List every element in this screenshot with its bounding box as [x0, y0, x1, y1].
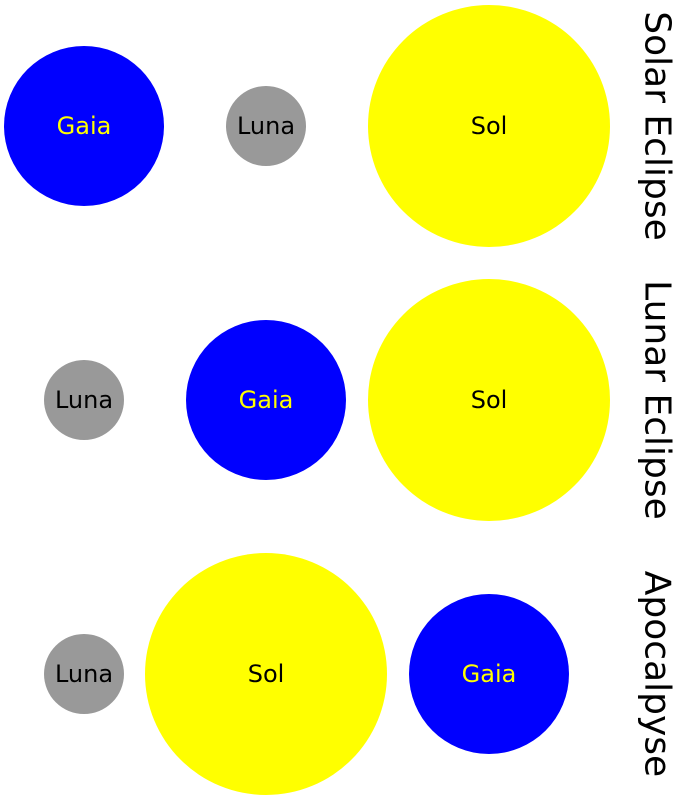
- gaia-label: Gaia: [57, 112, 112, 140]
- sol-circle: [145, 553, 387, 795]
- gaia-circle: [409, 594, 569, 754]
- row-lunar-eclipse: Luna Gaia Sol Lunar Eclipse: [44, 279, 678, 521]
- sol-label: Sol: [471, 386, 508, 414]
- row-title: Lunar Eclipse: [637, 280, 678, 520]
- gaia-circle: [186, 320, 346, 480]
- row-solar-eclipse: Gaia Luna Sol Solar Eclipse: [4, 5, 678, 247]
- luna-label: Luna: [237, 112, 295, 140]
- sol-label: Sol: [471, 112, 508, 140]
- luna-label: Luna: [55, 660, 113, 688]
- luna-circle: [226, 86, 306, 166]
- sol-label: Sol: [248, 660, 285, 688]
- luna-label: Luna: [55, 386, 113, 414]
- row-title: Apocalpyse: [637, 571, 678, 777]
- sol-circle: [368, 279, 610, 521]
- gaia-label: Gaia: [239, 386, 294, 414]
- row-apocalypse: Luna Sol Gaia Apocalpyse: [44, 553, 678, 795]
- luna-circle: [44, 360, 124, 440]
- gaia-label: Gaia: [462, 660, 517, 688]
- luna-circle: [44, 634, 124, 714]
- row-title: Solar Eclipse: [637, 11, 678, 240]
- gaia-circle: [4, 46, 164, 206]
- sol-circle: [368, 5, 610, 247]
